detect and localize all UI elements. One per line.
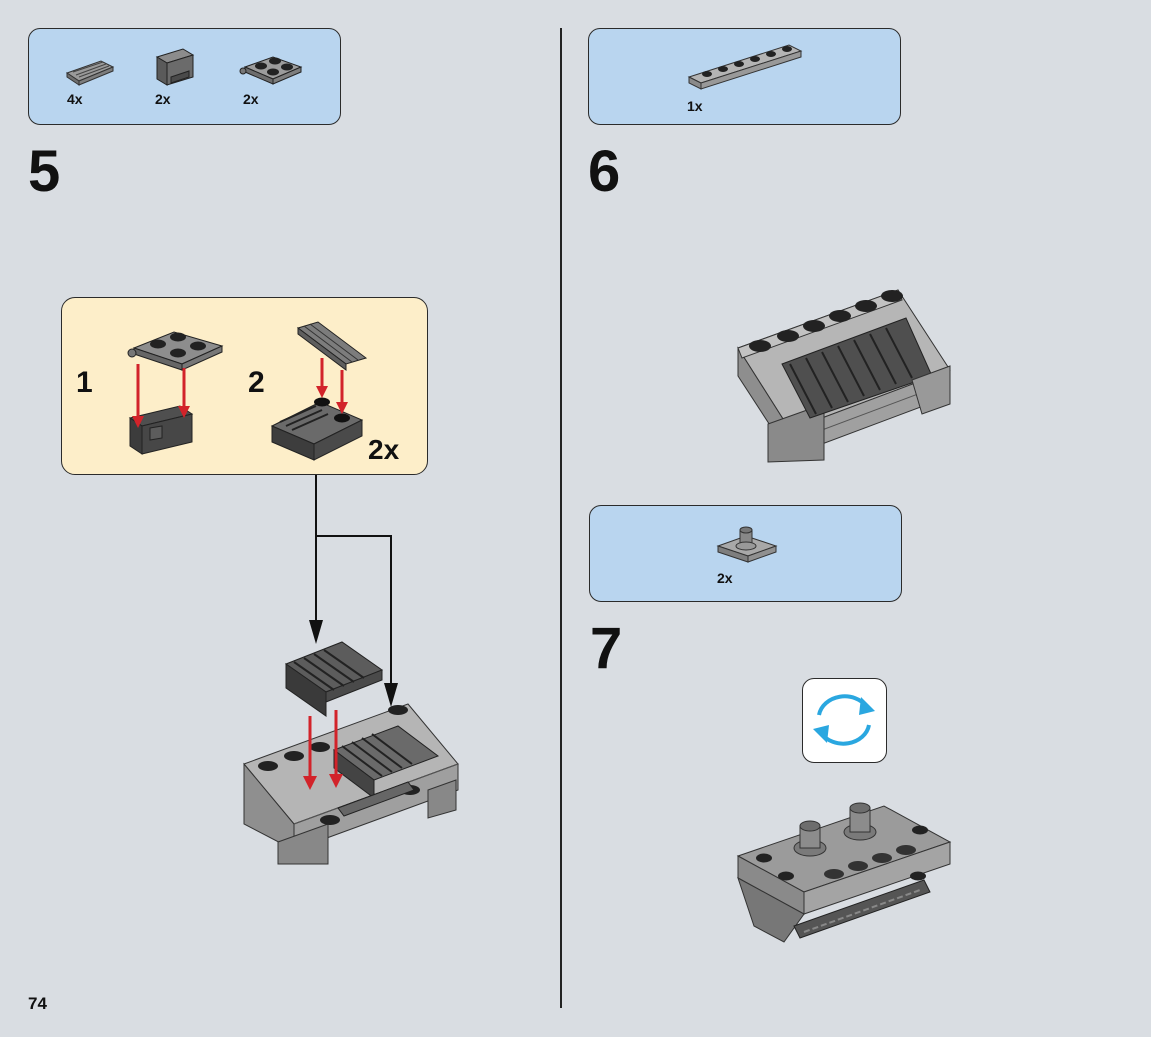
step-5-part-1-qty: 4x: [67, 91, 83, 107]
step-7-part-1-qty: 2x: [717, 570, 733, 586]
rotate-model-callout: [802, 678, 887, 763]
plate-2x2-part-icon: [239, 56, 303, 85]
step-5-parts-list: 4x 2x 2x: [28, 28, 341, 125]
step-6-part-1-qty: 1x: [687, 98, 703, 114]
step-7-number: 7: [590, 616, 623, 681]
step-7-parts-list: 2x: [589, 505, 902, 602]
step-5-subassembly-callout: 1 2 2x: [61, 297, 428, 475]
grille-tile-part-icon: [65, 60, 115, 86]
plate-with-pin-part-icon: [716, 526, 778, 563]
rotate-icon: [813, 694, 875, 746]
step-7-model-illustration: [736, 802, 952, 943]
step-6-model-illustration: [737, 289, 951, 463]
subassembly-multiplier: 2x: [368, 434, 400, 465]
step-5-model-illustration: [243, 641, 459, 865]
page-number: 74: [28, 994, 47, 1013]
column-divider: [560, 28, 562, 1008]
plate-1x6-part-icon: [687, 44, 803, 90]
substep-2-illustration: [270, 321, 368, 461]
step-5-part-2-qty: 2x: [155, 91, 171, 107]
substep-1-illustration: [127, 331, 224, 455]
step-5-number: 5: [28, 139, 61, 204]
substep-2-number: 2: [248, 366, 265, 399]
substep-1-number: 1: [76, 366, 93, 399]
step-6-parts-list: 1x: [588, 28, 901, 125]
step-6-number: 6: [588, 139, 621, 204]
step-5-part-3-qty: 2x: [243, 91, 259, 107]
bracket-part-icon: [155, 48, 195, 86]
